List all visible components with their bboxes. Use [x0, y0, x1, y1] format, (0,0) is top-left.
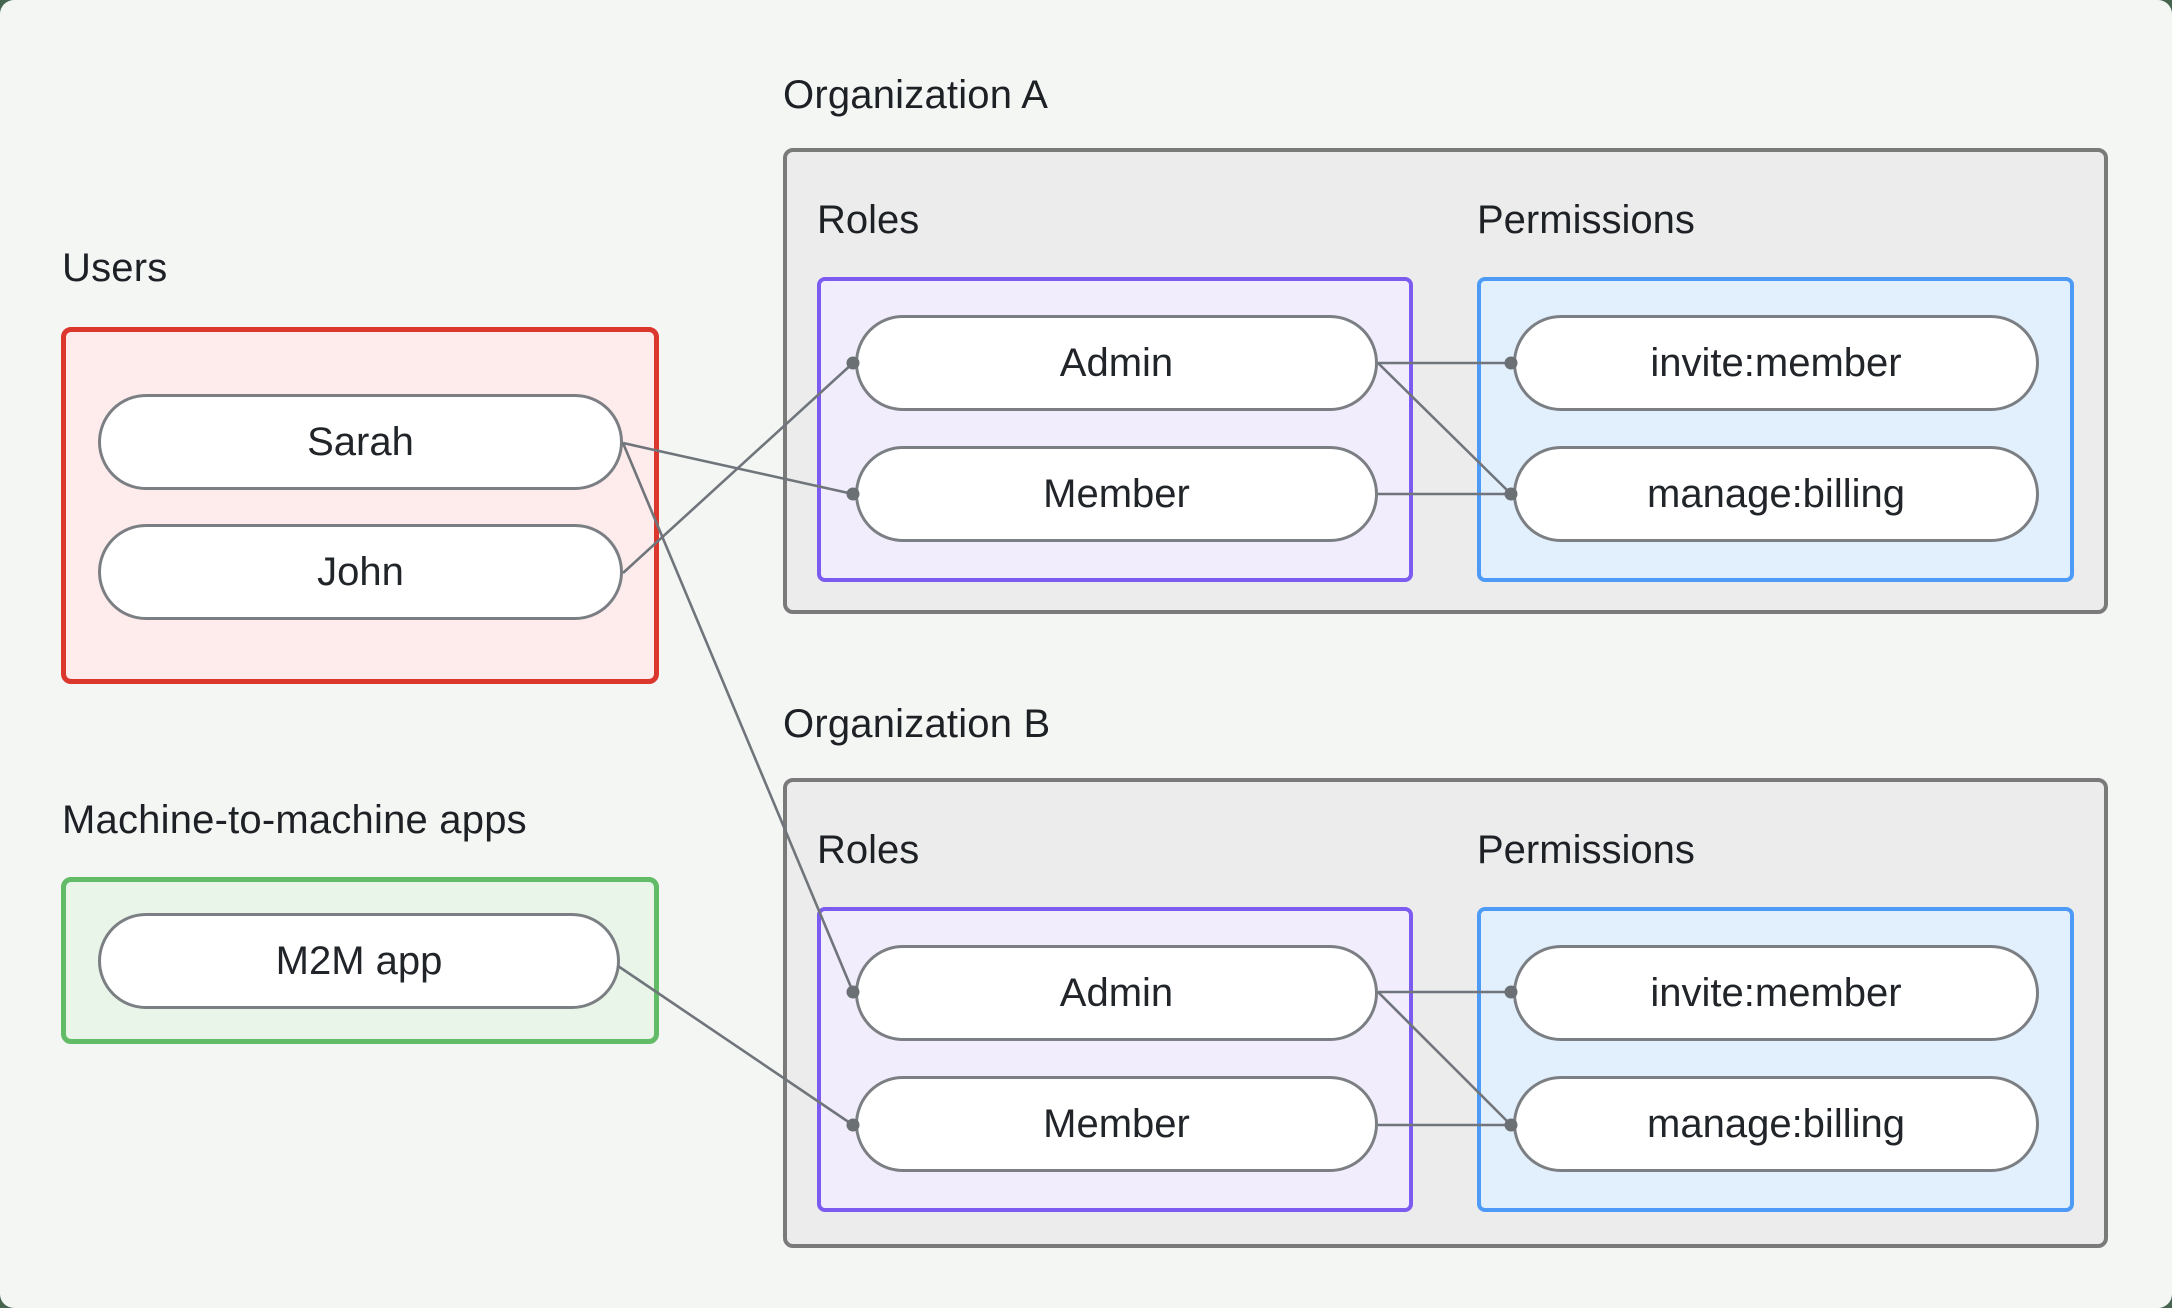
org-a-role-member-label: Member — [1043, 471, 1190, 516]
org-b-role-admin: Admin — [855, 945, 1378, 1041]
org-a-box: Roles Admin Member Permissions invite:me… — [783, 148, 2108, 614]
org-a-permission-manage-billing: manage:billing — [1513, 446, 2039, 542]
org-b-permission-manage-billing: manage:billing — [1513, 1076, 2039, 1172]
user-node-john-label: John — [317, 549, 404, 594]
org-a-permission-invite-member: invite:member — [1513, 315, 2039, 411]
users-group-box: Sarah John — [61, 327, 659, 684]
org-a-permission-invite-member-label: invite:member — [1650, 340, 1902, 385]
user-node-sarah-label: Sarah — [307, 419, 414, 464]
org-a-permissions-label: Permissions — [1477, 198, 1695, 242]
org-b-roles-box: Admin Member — [817, 907, 1413, 1212]
m2m-group-label: Machine-to-machine apps — [62, 798, 527, 842]
org-a-role-admin-label: Admin — [1059, 340, 1174, 385]
org-a-roles-box: Admin Member — [817, 277, 1413, 582]
org-b-role-admin-label: Admin — [1059, 970, 1174, 1015]
org-b-roles-label: Roles — [817, 828, 920, 872]
org-a-permission-manage-billing-label: manage:billing — [1647, 471, 1905, 516]
org-b-permissions-box: invite:member manage:billing — [1477, 907, 2074, 1212]
user-node-sarah: Sarah — [98, 394, 623, 490]
org-b-label: Organization B — [783, 702, 1051, 746]
users-group-label: Users — [62, 246, 168, 290]
org-a-label: Organization A — [783, 73, 1049, 117]
m2m-app-node-label: M2M app — [275, 938, 443, 983]
org-a-permissions-box: invite:member manage:billing — [1477, 277, 2074, 582]
org-b-permission-invite-member-label: invite:member — [1650, 970, 1902, 1015]
org-b-box: Roles Admin Member Permissions invite:me… — [783, 778, 2108, 1248]
org-b-permission-manage-billing-label: manage:billing — [1647, 1101, 1905, 1146]
org-b-permissions-label: Permissions — [1477, 828, 1695, 872]
org-b-role-member-label: Member — [1043, 1101, 1190, 1146]
org-a-role-member: Member — [855, 446, 1378, 542]
m2m-group-box: M2M app — [61, 877, 659, 1044]
org-b-role-member: Member — [855, 1076, 1378, 1172]
user-node-john: John — [98, 524, 623, 620]
org-b-permission-invite-member: invite:member — [1513, 945, 2039, 1041]
org-a-role-admin: Admin — [855, 315, 1378, 411]
org-a-roles-label: Roles — [817, 198, 920, 242]
m2m-app-node: M2M app — [98, 913, 620, 1009]
